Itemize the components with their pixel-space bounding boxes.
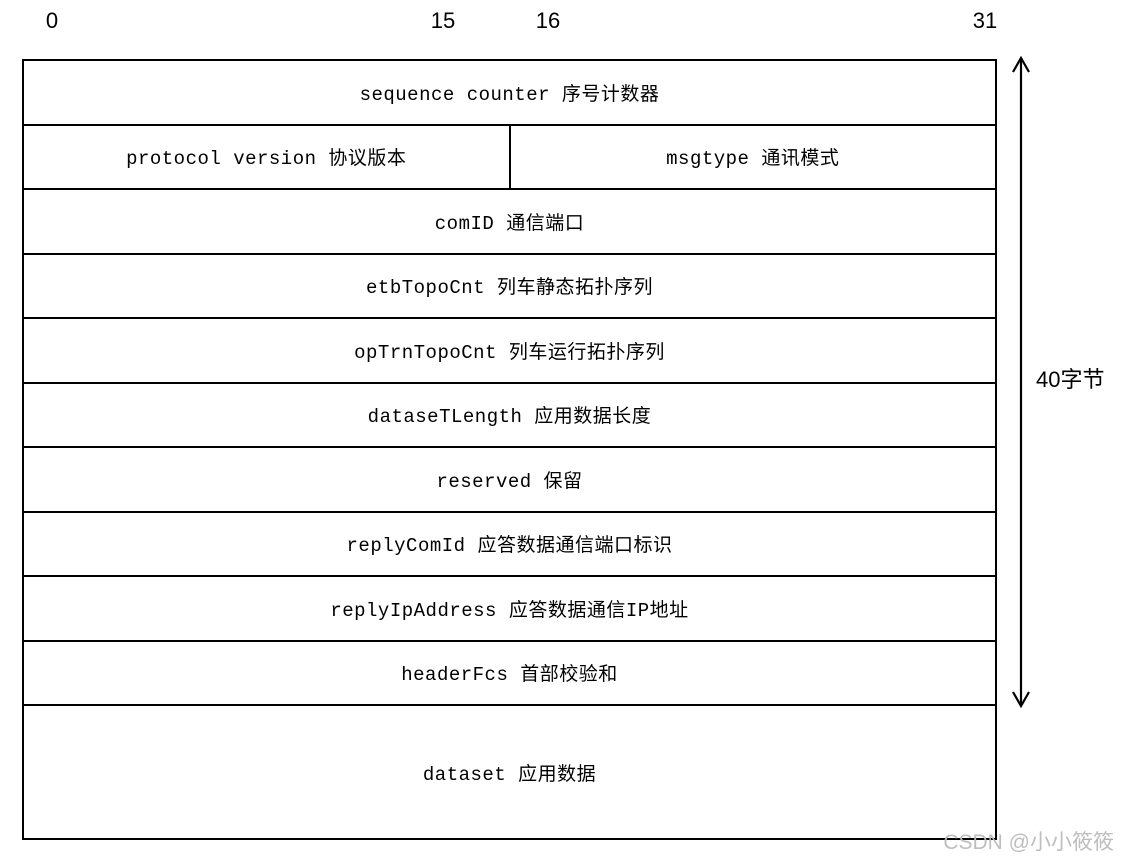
field-label: headerFcs 首部校验和: [401, 664, 618, 687]
row-sequence-counter: sequence counter 序号计数器: [24, 61, 995, 124]
bit-label-0: 0: [45, 8, 59, 33]
field-label: comID 通信端口: [434, 212, 585, 235]
field-label: dataset 应用数据: [422, 763, 597, 786]
packet-field-table: sequence counter 序号计数器 protocol version …: [22, 59, 997, 840]
bit-label-16: 16: [535, 8, 561, 33]
watermark-text: CSDN @小小筱筱: [943, 831, 1114, 854]
row-reserved: reserved 保留: [24, 446, 995, 511]
bit-label-31: 31: [972, 8, 998, 33]
row-replycomid: replyComId 应答数据通信端口标识: [24, 510, 995, 576]
field-label: replyComId 应答数据通信端口标识: [346, 535, 673, 558]
row-replyipaddress: replyIpAddress 应答数据通信IP地址: [24, 575, 995, 640]
field-label: msgtype 通讯模式: [508, 125, 996, 188]
byte-span-arrow-icon: [1012, 55, 1030, 709]
field-label: sequence counter 序号计数器: [359, 83, 660, 106]
field-label: reserved 保留: [436, 470, 583, 493]
row-dataset: dataset 应用数据: [24, 704, 995, 838]
field-label: dataseTLength 应用数据长度: [367, 406, 652, 429]
row-etbtopocnt: etbTopoCnt 列车静态拓扑序列: [24, 252, 995, 318]
row-optrntopocnt: opTrnTopoCnt 列车运行拓扑序列: [24, 317, 995, 382]
field-label: replyIpAddress 应答数据通信IP地址: [330, 599, 689, 622]
field-label: opTrnTopoCnt 列车运行拓扑序列: [354, 341, 665, 364]
row-headerfcs: headerFcs 首部校验和: [24, 639, 995, 705]
byte-size-label: 40字节: [1036, 367, 1105, 392]
bit-label-15: 15: [430, 8, 456, 33]
field-label: etbTopoCnt 列车静态拓扑序列: [366, 277, 653, 300]
row-comid: comID 通信端口: [24, 188, 995, 253]
field-label: protocol version 协议版本: [126, 148, 407, 171]
row-datasetlength: dataseTLength 应用数据长度: [24, 381, 995, 447]
row-protocol-version-msgtype: protocol version 协议版本 msgtype 通讯模式: [24, 123, 996, 188]
